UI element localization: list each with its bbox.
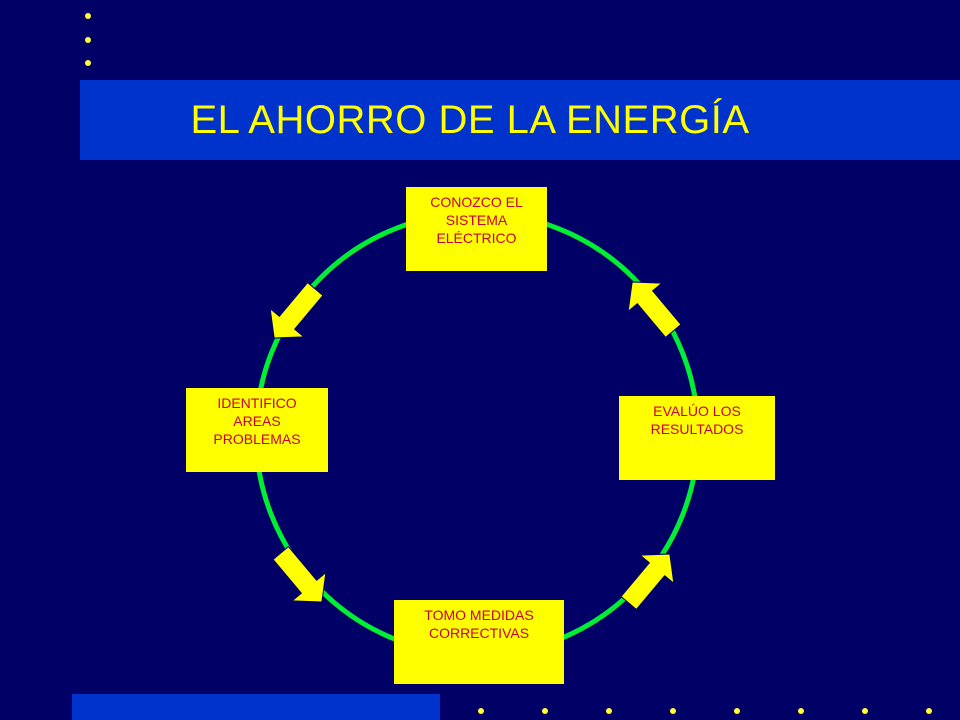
decorative-dot	[862, 708, 868, 714]
step-box-identifico: IDENTIFICO AREAS PROBLEMAS	[186, 388, 328, 472]
arrow-down-left-icon	[269, 281, 324, 339]
decorative-dot	[478, 708, 484, 714]
slide-title: EL AHORRO DE LA ENERGÍA	[190, 97, 750, 142]
arrow-up-left-icon	[627, 281, 682, 339]
arrow-down-right-icon	[272, 545, 327, 603]
decorative-dot	[542, 708, 548, 714]
decorative-dot	[606, 708, 612, 714]
step-box-tomo-medidas: TOMO MEDIDAS CORRECTIVAS	[394, 600, 564, 684]
bottom-band	[72, 694, 440, 720]
decorative-dot	[85, 13, 91, 19]
decorative-dot	[670, 708, 676, 714]
title-band: EL AHORRO DE LA ENERGÍA	[80, 80, 960, 160]
decorative-dot	[85, 37, 91, 43]
arrow-up-right-icon	[620, 553, 675, 611]
decorative-dot	[798, 708, 804, 714]
decorative-dot	[734, 708, 740, 714]
step-box-conozco: CONOZCO EL SISTEMA ELÉCTRICO	[406, 187, 547, 271]
step-box-evaluo: EVALÚO LOS RESULTADOS	[619, 396, 775, 480]
decorative-dot	[85, 60, 91, 66]
decorative-dot	[926, 708, 932, 714]
